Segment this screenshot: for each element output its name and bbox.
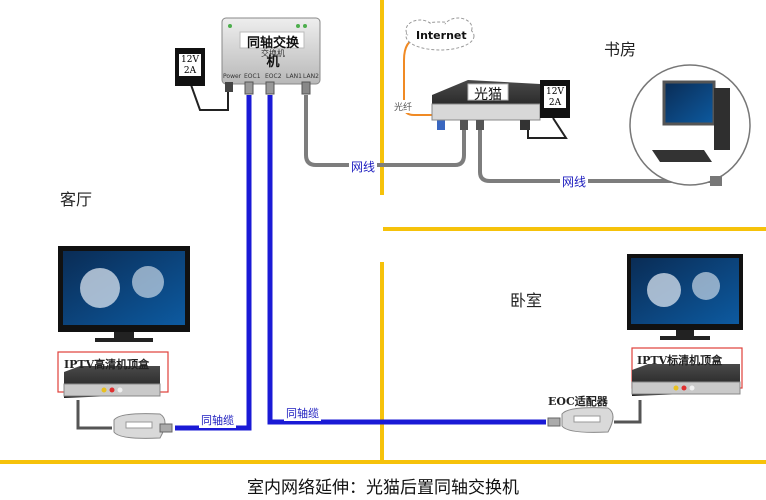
network-cable-modem-pc [478, 130, 710, 183]
room-label-bedroom: 卧室 [510, 291, 543, 310]
internet-cloud [405, 17, 475, 51]
port-label-eoc1: EOC1 [244, 73, 261, 80]
coax-switch [221, 17, 321, 95]
desktop-pc [629, 64, 751, 186]
psu-modem [540, 80, 570, 118]
coax-cable-living [175, 95, 252, 431]
coax-cable-label-1: 同轴缆 [199, 412, 236, 428]
network-cable-switch-modem [304, 95, 466, 167]
wall-floor [0, 460, 766, 464]
power-cable-switch [189, 81, 229, 111]
internet-label: Internet [416, 29, 467, 42]
coax-cable-bedroom [267, 95, 546, 425]
eoc-adapter-living [113, 413, 173, 439]
port-label-eoc2: EOC2 [265, 73, 282, 80]
psu-switch-current: 2A [183, 66, 197, 76]
psu-switch-voltage: 12V [181, 55, 199, 65]
psu-switch-label: 12V 2A [179, 55, 201, 77]
coax-stb-adapter-left [76, 400, 112, 430]
tv-living-room [58, 246, 190, 342]
sd-stb-label: IPTV标清机顶盒 [637, 354, 723, 367]
tv-bedroom [627, 254, 743, 340]
psu-modem-current: 2A [548, 98, 562, 108]
port-label-power: Power [223, 73, 242, 80]
power-cable-modem [527, 117, 568, 139]
eoc-adapter-bedroom [547, 407, 614, 433]
network-cable-label-1: 网线 [349, 158, 378, 175]
wall-horizontal-middle [383, 227, 766, 231]
coax-cable-label-2: 同轴缆 [284, 405, 321, 421]
fiber-connector [437, 116, 445, 130]
diagram-caption: 室内网络延伸：光猫后置同轴交换机 [247, 478, 519, 498]
walls [0, 0, 766, 464]
coax-switch-title: 同轴交换机 [246, 36, 299, 70]
optical-modem-label: 光猫 [474, 87, 502, 103]
stb-hd [57, 351, 169, 398]
coax-switch-subtitle: 交换机 [261, 49, 285, 58]
eoc-adapter-label: EOC适配器 [548, 395, 608, 408]
psu-switch [175, 48, 205, 86]
wall-vertical-top [380, 0, 384, 195]
psu-modem-label: 12V 2A [544, 87, 566, 109]
fiber-label: 光纤 [394, 100, 413, 113]
stb-sd [631, 347, 743, 396]
optical-modem [431, 80, 541, 130]
room-label-living: 客厅 [60, 190, 93, 209]
psu-modem-voltage: 12V [546, 87, 564, 97]
network-cable-label-2: 网线 [560, 173, 589, 190]
port-label-lan2: LAN2 [303, 73, 319, 80]
port-label-lan1: LAN1 [286, 73, 302, 80]
room-label-study: 书房 [604, 40, 637, 59]
wall-vertical-bottom [380, 262, 384, 464]
hd-stb-label: IPTV高清机顶盒 [64, 358, 150, 371]
coax-stb-adapter-right [614, 400, 642, 424]
